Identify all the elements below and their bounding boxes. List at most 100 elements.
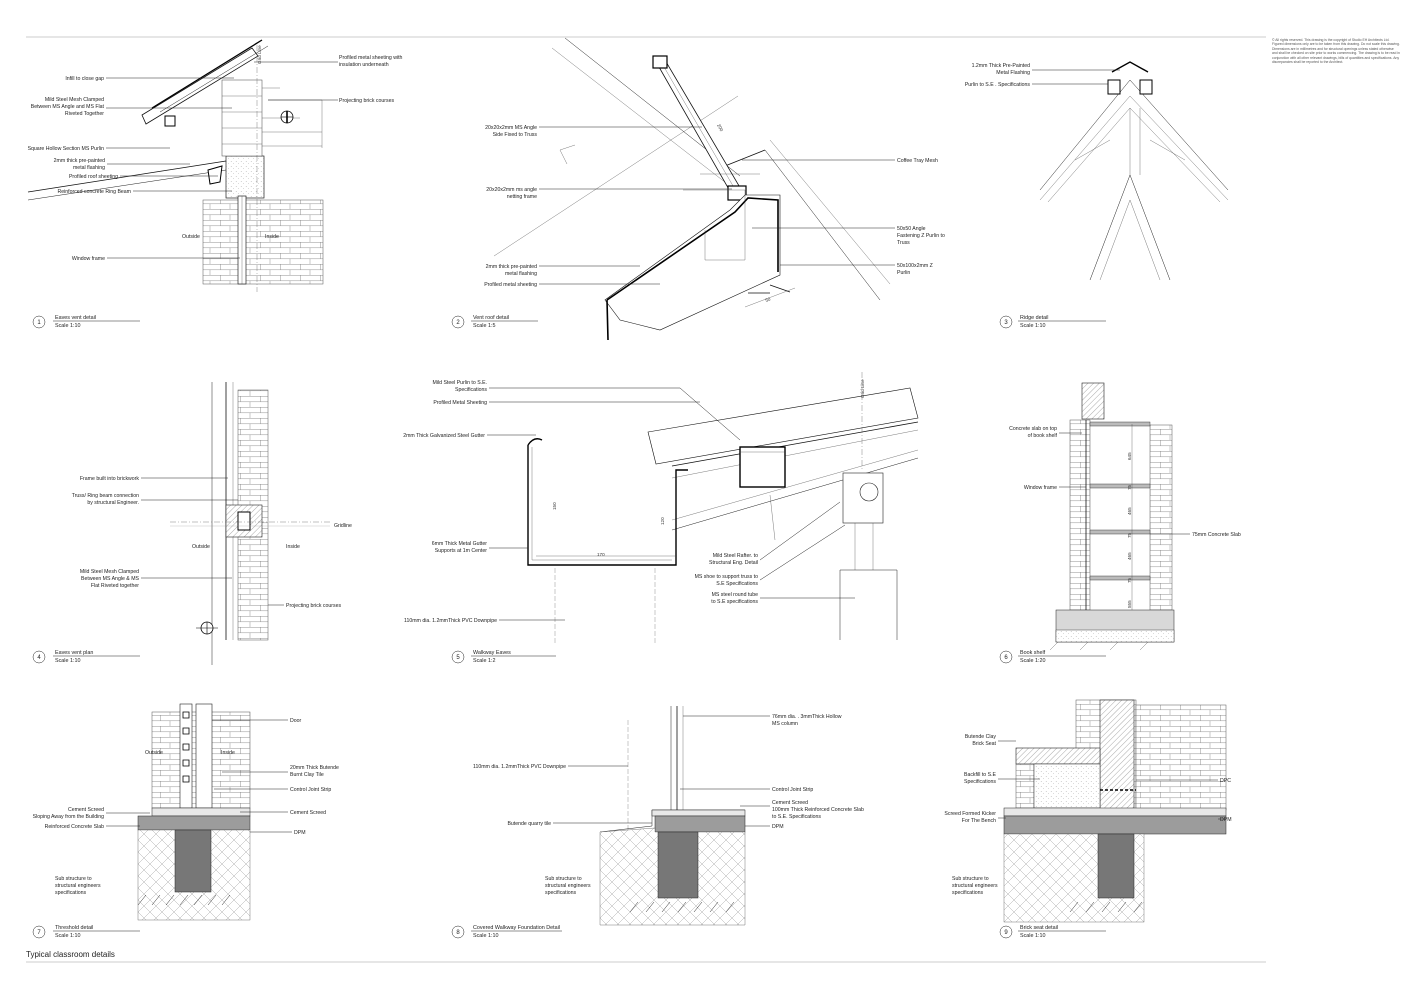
copyright-note: © All rights reserved. This drawing is t…: [1272, 38, 1400, 65]
svg-text:by structural Engineer.: by structural Engineer.: [87, 500, 139, 506]
svg-text:2mm Thick Galvanized Steel Gut: 2mm Thick Galvanized Steel Gutter: [403, 433, 485, 439]
svg-text:Riveted Together: Riveted Together: [65, 111, 104, 117]
svg-text:MS steel round tube: MS steel round tube: [712, 592, 759, 598]
svg-text:Sub structure to: Sub structure to: [545, 876, 582, 882]
svg-text:1: 1: [37, 320, 41, 326]
detail-1-labels: Infill to close gap Mild Steel Mesh Clam…: [28, 45, 403, 262]
svg-text:Purlin: Purlin: [897, 270, 910, 276]
svg-text:50x50 Angle: 50x50 Angle: [897, 226, 926, 232]
svg-text:20mm Thick Butende: 20mm Thick Butende: [290, 765, 339, 771]
svg-text:Fastening Z Purlin to: Fastening Z Purlin to: [897, 233, 945, 239]
detail-6-labels: Concrete slab on top of book shelf Windo…: [1009, 426, 1241, 608]
svg-text:Mild Steel Purlin to S.E.: Mild Steel Purlin to S.E.: [433, 380, 488, 386]
svg-text:structural engineers: structural engineers: [55, 883, 101, 889]
svg-text:110mm dia. 1.2mmThick PVC Down: 110mm dia. 1.2mmThick PVC Downpipe: [404, 618, 497, 624]
detail-6-drawing: [1049, 382, 1175, 651]
svg-text:76mm dia. . 3mmThick Hollow: 76mm dia. . 3mmThick Hollow: [772, 714, 842, 720]
svg-text:Reinforced concrete Ring Beam: Reinforced concrete Ring Beam: [57, 189, 131, 195]
svg-text:Structural Eng. Detail: Structural Eng. Detail: [709, 560, 758, 566]
svg-text:75: 75: [1127, 484, 1132, 490]
svg-text:465: 465: [1127, 507, 1132, 515]
svg-text:20x20x2mm ms angle: 20x20x2mm ms angle: [486, 187, 537, 193]
svg-text:465: 465: [1127, 552, 1132, 560]
detail-3-labels: 1.2mm Thick Pre-Painted Metal Flashing P…: [965, 63, 1120, 88]
svg-text:75: 75: [1127, 577, 1132, 583]
svg-text:Gridline: Gridline: [334, 523, 352, 529]
svg-text:Truss: Truss: [897, 240, 910, 246]
title-block-1: 1 Eaves vent detail Scale 1:10: [32, 315, 140, 329]
svg-text:Covered Walkway Foundation Det: Covered Walkway Foundation Detail: [473, 925, 560, 931]
svg-text:Square Hollow Section MS Purli: Square Hollow Section MS Purlin: [28, 146, 105, 152]
svg-text:Backfill to S.E: Backfill to S.E: [964, 772, 997, 778]
svg-text:20x20x2mm MS Angle: 20x20x2mm MS Angle: [485, 125, 537, 131]
svg-text:Mild Steel Mesh Clamped: Mild Steel Mesh Clamped: [80, 569, 139, 575]
svg-text:Sub structure to: Sub structure to: [55, 876, 92, 882]
label-infill: Infill to close gap: [65, 76, 104, 82]
svg-text:120: 120: [660, 517, 665, 525]
svg-text:Coffee Tray Mesh: Coffee Tray Mesh: [897, 158, 938, 164]
title-block-6: 6 Book shelf Scale 1:20: [999, 650, 1106, 664]
svg-text:Supports at 1m Center: Supports at 1m Center: [435, 548, 487, 554]
svg-text:of book shelf: of book shelf: [1028, 433, 1058, 439]
svg-text:2mm thick pre-painted: 2mm thick pre-painted: [54, 158, 105, 164]
detail-5-labels: Mild Steel Purlin to S.E. Specifications…: [403, 379, 865, 624]
detail-8-labels: 76mm dia. . 3mmThick Hollow MS column 11…: [473, 714, 864, 896]
svg-text:Grid Line: Grid Line: [257, 45, 262, 64]
sheet-title: Typical classroom details: [26, 950, 115, 959]
svg-text:Brick seat detail: Brick seat detail: [1020, 925, 1058, 931]
svg-text:Door: Door: [290, 718, 302, 724]
svg-text:Truss/ Ring beam connection: Truss/ Ring beam connection: [72, 493, 139, 499]
svg-text:Concrete slab on top: Concrete slab on top: [1009, 426, 1057, 432]
svg-text:Frame built into brickwork: Frame built into brickwork: [80, 476, 140, 482]
svg-text:Mild Steel Mesh Clamped: Mild Steel Mesh Clamped: [45, 97, 104, 103]
svg-text:170: 170: [597, 552, 605, 557]
svg-text:Specifications: Specifications: [455, 387, 487, 393]
svg-text:DPC: DPC: [1220, 778, 1231, 784]
svg-text:2: 2: [456, 320, 460, 326]
svg-text:netting frame: netting frame: [507, 194, 537, 200]
svg-text:Book shelf: Book shelf: [1020, 650, 1046, 656]
svg-text:structural engineers: structural engineers: [952, 883, 998, 889]
svg-text:645: 645: [1127, 452, 1132, 460]
svg-text:2mm thick pre-painted: 2mm thick pre-painted: [486, 264, 537, 270]
svg-text:1.2mm Thick Pre-Painted: 1.2mm Thick Pre-Painted: [972, 63, 1031, 69]
svg-text:Window frame: Window frame: [72, 256, 105, 262]
svg-text:Profiled roof sheeting: Profiled roof sheeting: [69, 174, 118, 180]
svg-text:Screed Formed Kicker: Screed Formed Kicker: [944, 811, 996, 817]
svg-text:Ridge detail: Ridge detail: [1020, 315, 1048, 321]
title-block-5: 5 Walkway Eaves Scale 1:2: [451, 650, 556, 664]
title-block-4: 4 Eaves vent plan Scale 1:10: [32, 650, 140, 664]
svg-text:Scale 1:20: Scale 1:20: [1020, 658, 1045, 664]
svg-text:75mm Concrete Slab: 75mm Concrete Slab: [1192, 532, 1241, 538]
svg-text:6: 6: [1004, 655, 1008, 661]
svg-text:For The Bench: For The Bench: [962, 818, 996, 824]
svg-text:Scale 1:10: Scale 1:10: [473, 933, 498, 939]
svg-text:Cement Screed: Cement Screed: [290, 810, 326, 816]
title-block-3: 3 Ridge detail Scale 1:10: [999, 315, 1106, 329]
detail-4-labels: Frame built into brickwork Truss/ Ring b…: [72, 476, 352, 609]
svg-text:Butende quarry tile: Butende quarry tile: [507, 821, 551, 827]
svg-text:8: 8: [456, 930, 460, 936]
svg-text:Burnt Clay Tile: Burnt Clay Tile: [290, 772, 324, 778]
svg-text:110mm dia. 1.2mmThick PVC Down: 110mm dia. 1.2mmThick PVC Downpipe: [473, 764, 566, 770]
svg-text:Between MS Angle and MS Flat: Between MS Angle and MS Flat: [31, 104, 105, 110]
svg-text:Reinforced Concrete Slab: Reinforced Concrete Slab: [45, 824, 105, 830]
svg-text:specifications: specifications: [545, 890, 577, 896]
svg-text:MS shoe to support truss to: MS shoe to support truss to: [695, 574, 759, 580]
svg-text:Between MS Angle & MS: Between MS Angle & MS: [81, 576, 139, 582]
svg-text:specifications: specifications: [55, 890, 87, 896]
detail-8-drawing: [599, 706, 746, 926]
svg-text:Brick Seat: Brick Seat: [972, 741, 996, 747]
svg-text:3: 3: [1004, 320, 1008, 326]
svg-text:Sloping Away from the Building: Sloping Away from the Building: [33, 814, 105, 820]
svg-text:metal flashing: metal flashing: [73, 165, 105, 171]
svg-text:Eaves vent detail: Eaves vent detail: [55, 315, 96, 321]
svg-text:200: 200: [716, 123, 724, 133]
detail-2-drawing: [493, 37, 891, 341]
svg-text:Flat Riveted together: Flat Riveted together: [91, 583, 139, 589]
detail-7-labels: Door Outside Inside 20mm Thick Butende B…: [33, 718, 339, 896]
svg-text:Purlin to S.E . Specifications: Purlin to S.E . Specifications: [965, 82, 1031, 88]
svg-text:Sub structure to: Sub structure to: [952, 876, 989, 882]
svg-text:structural engineers: structural engineers: [545, 883, 591, 889]
